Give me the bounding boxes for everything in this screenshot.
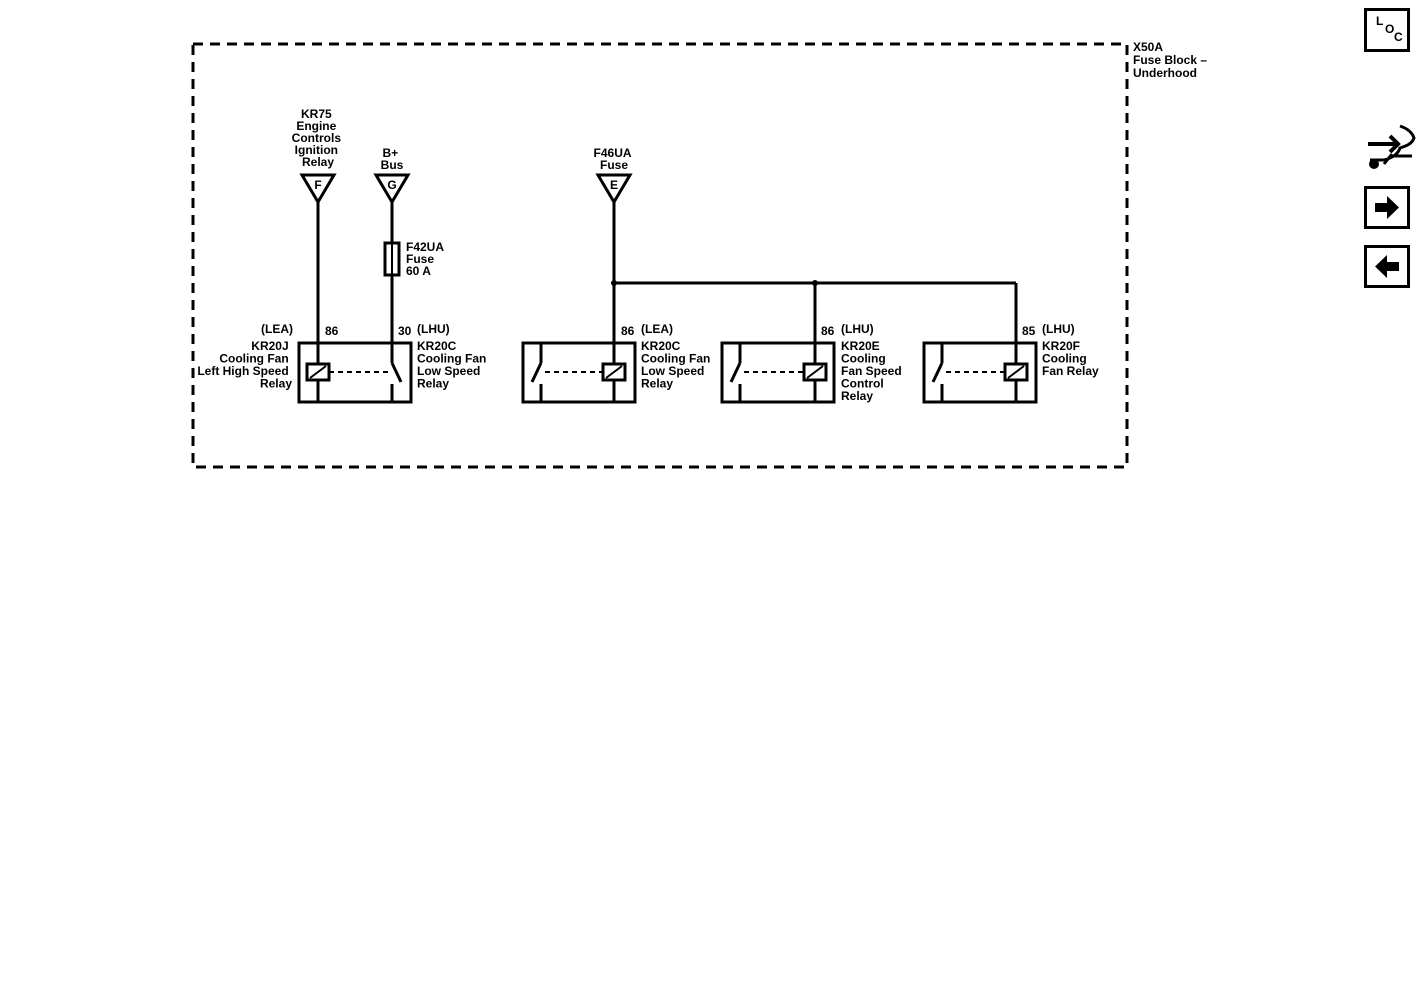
relay-kr20c-a-variant: (LHU) [417, 322, 450, 336]
previous-button[interactable] [1364, 245, 1410, 288]
splice-dot [611, 280, 617, 286]
source-kr75-label: KR75 Engine Controls Ignition Relay [292, 107, 345, 169]
relay-kr20f-pin: 85 [1022, 324, 1036, 338]
relay-kr20f-label: KR20F Cooling Fan Relay [1042, 339, 1099, 378]
relay-kr20c-b-variant: (LEA) [641, 322, 673, 336]
terminal-triangle [299, 173, 337, 205]
terminal-triangle [373, 173, 411, 205]
fuse-block-boundary [191, 42, 1129, 469]
arrow-left-icon [1375, 255, 1399, 278]
relay-kr20e-variant: (LHU) [841, 322, 874, 336]
relay-kr20e-pin: 86 [821, 324, 835, 338]
arrow-right-icon [1375, 196, 1399, 219]
harness-connector-icon [1368, 124, 1416, 169]
relay-kr20f-variant: (LHU) [1042, 322, 1075, 336]
splice-dot [812, 280, 818, 286]
relay-switch [931, 362, 944, 383]
terminal-letter: E [610, 178, 618, 192]
relay-kr20c-a-pin: 30 [398, 324, 412, 338]
fuse-f42ua-label: F42UA Fuse 60 A [406, 240, 447, 278]
next-button[interactable] [1364, 186, 1410, 229]
relay-switch [390, 362, 403, 383]
relay-switch [729, 362, 742, 383]
relay-kr20j-variant: (LEA) [261, 322, 293, 336]
relay-kr20j-pin: 86 [325, 324, 339, 338]
relay-switch [530, 362, 543, 383]
terminal-letter: F [314, 178, 321, 192]
relay-kr20c-b-label: KR20C Cooling Fan Low Speed Relay [641, 339, 714, 391]
relay-box-1 [297, 341, 413, 404]
source-bplus: B+ Bus G [373, 146, 411, 205]
terminal-triangle [595, 173, 633, 205]
relay-box-3 [720, 341, 836, 404]
relay-kr20c-b-pin: 86 [621, 324, 635, 338]
source-bplus-label: B+ Bus [381, 146, 404, 172]
harness-connector-button[interactable] [1362, 120, 1417, 176]
relay-kr20j-label: KR20J Cooling Fan Left High Speed Relay [197, 339, 292, 391]
relay-box-2 [521, 341, 637, 404]
terminal-letter: G [387, 178, 396, 192]
relay-kr20e-label: KR20E Cooling Fan Speed Control Relay [841, 339, 905, 403]
source-kr75: KR75 Engine Controls Ignition Relay F [292, 107, 345, 205]
source-f46ua-label: F46UA Fuse [594, 146, 635, 172]
relay-kr20c-a-label: KR20C Cooling Fan Low Speed Relay [417, 339, 490, 391]
source-f46ua: F46UA Fuse E [594, 146, 635, 205]
fuse-block-label: X50A Fuse Block – Underhood [1133, 40, 1210, 80]
location-button[interactable]: L O C [1364, 8, 1410, 52]
relay-box-4 [922, 341, 1038, 404]
